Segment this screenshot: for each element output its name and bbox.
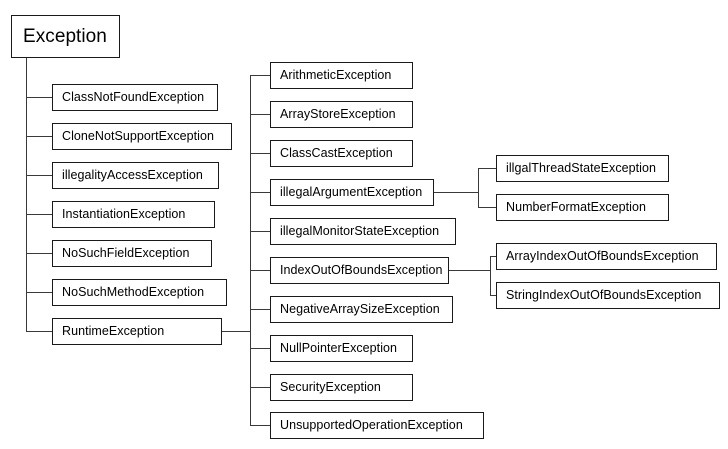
connector-level3a-trunk <box>478 168 480 208</box>
node-arraystoreexception[interactable]: ArrayStoreException <box>270 101 413 128</box>
connector-trunk-to-illgalthreadstate <box>478 168 497 170</box>
connector-root-to-illegalityaccess <box>26 175 53 177</box>
connector-trunk-to-nullpointer <box>250 348 271 350</box>
node-stringindexoutofboundsexception[interactable]: StringIndexOutOfBoundsException <box>496 282 720 309</box>
connector-root-to-nosuchmethod <box>26 292 53 294</box>
connector-trunk-to-security <box>250 387 271 389</box>
node-illgalthreadstateexception[interactable]: illgalThreadStateException <box>496 155 669 182</box>
node-runtimeexception[interactable]: RuntimeException <box>52 318 222 345</box>
connector-trunk-to-arraystore <box>250 114 271 116</box>
connector-trunk-to-numberformat <box>478 207 497 209</box>
connector-trunk-to-arrayindexoutofbounds <box>490 256 497 258</box>
connector-trunk-to-unsupportedoperation <box>250 425 271 427</box>
node-unsupportedoperationexception[interactable]: UnsupportedOperationException <box>270 412 484 439</box>
connector-runtime-to-trunk <box>222 331 251 333</box>
node-clonenotsupportexception[interactable]: CloneNotSupportException <box>52 123 232 150</box>
node-illegalargumentexception[interactable]: illegalArgumentException <box>270 179 434 206</box>
node-negativearraysizeexception[interactable]: NegativeArraySizeException <box>270 296 453 323</box>
connector-trunk-to-illegalmonitorstate <box>250 231 271 233</box>
connector-root-to-instantiation <box>26 214 53 216</box>
node-nosuchfieldexception[interactable]: NoSuchFieldException <box>52 240 212 267</box>
connector-illegalargument-to-trunk <box>434 192 479 194</box>
node-exception[interactable]: Exception <box>11 15 120 58</box>
connector-trunk-to-arithmetic <box>250 75 271 77</box>
connector-level3b-trunk <box>490 256 492 295</box>
connector-root-trunk <box>26 58 28 332</box>
node-nullpointerexception[interactable]: NullPointerException <box>270 335 413 362</box>
node-nosuchmethodexception[interactable]: NoSuchMethodException <box>52 279 227 306</box>
connector-indexoutofbounds-to-trunk <box>449 270 491 272</box>
node-arithmeticexception[interactable]: ArithmeticException <box>270 62 413 89</box>
connector-trunk-to-stringindexoutofbounds <box>490 295 497 297</box>
connector-level2-trunk <box>250 75 252 425</box>
connector-root-to-nosuchfield <box>26 253 53 255</box>
connector-root-to-clonenotsupport <box>26 136 53 138</box>
connector-trunk-to-negativearraysize <box>250 309 271 311</box>
node-classcastexception[interactable]: ClassCastException <box>270 140 413 167</box>
node-illegalityaccessexception[interactable]: illegalityAccessException <box>52 162 219 189</box>
node-classnotfoundexception[interactable]: ClassNotFoundException <box>52 84 218 111</box>
connector-root-to-classnotfound <box>26 97 53 99</box>
node-instantiationexception[interactable]: InstantiationException <box>52 201 215 228</box>
connector-trunk-to-indexoutofbounds <box>250 270 271 272</box>
node-arrayindexoutofboundsexception[interactable]: ArrayIndexOutOfBoundsException <box>496 243 717 270</box>
node-illegalmonitorstateexception[interactable]: illegalMonitorStateException <box>270 218 456 245</box>
node-securityexception[interactable]: SecurityException <box>270 374 413 401</box>
connector-trunk-to-classcast <box>250 153 271 155</box>
node-indexoutofboundsexception[interactable]: IndexOutOfBoundsException <box>270 257 449 284</box>
connector-root-to-runtime <box>26 331 53 333</box>
connector-trunk-to-illegalargument <box>250 192 271 194</box>
node-numberformatexception[interactable]: NumberFormatException <box>496 194 669 221</box>
